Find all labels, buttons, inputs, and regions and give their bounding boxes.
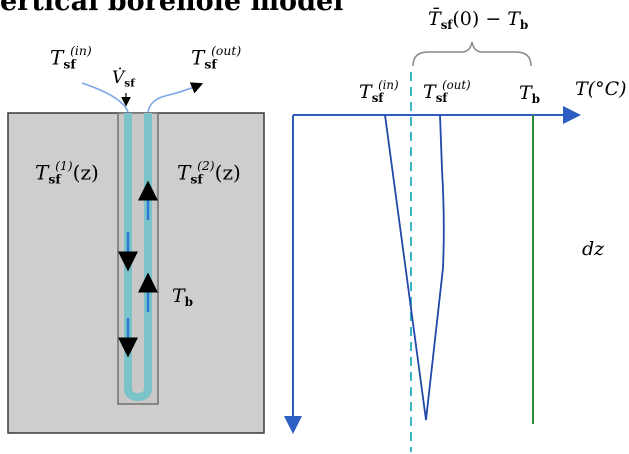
axis-inlet-label: Tsf(in) [359,78,399,105]
figure-title: ertical borehole model [0,0,344,17]
pipe1-temperature-label: Tsf(1)(z) [35,158,99,187]
axis-unit-label: T(°C) [575,78,627,100]
difference-brace [412,41,532,67]
pipe2-temperature-label: Tsf(2)(z) [177,158,241,187]
axis-outlet-label: Tsf(out) [423,78,471,105]
inlet-lead-line [81,82,129,113]
fluid-temperature-profile [384,114,445,421]
depth-increment-label: dz [582,238,605,260]
borehole-wall-label: Tb [172,285,193,310]
outlet-lead-line [147,82,204,113]
u-pipe [124,113,152,402]
axis-tb-label: Tb [519,82,540,107]
volume-flow-label: V̇sf [112,68,135,90]
inlet-temperature-label: Tsf(in) [50,43,92,72]
brace-difference-label: T̄sf(0) − Tb [428,8,529,33]
outlet-temperature-label: Tsf(out) [191,43,242,72]
